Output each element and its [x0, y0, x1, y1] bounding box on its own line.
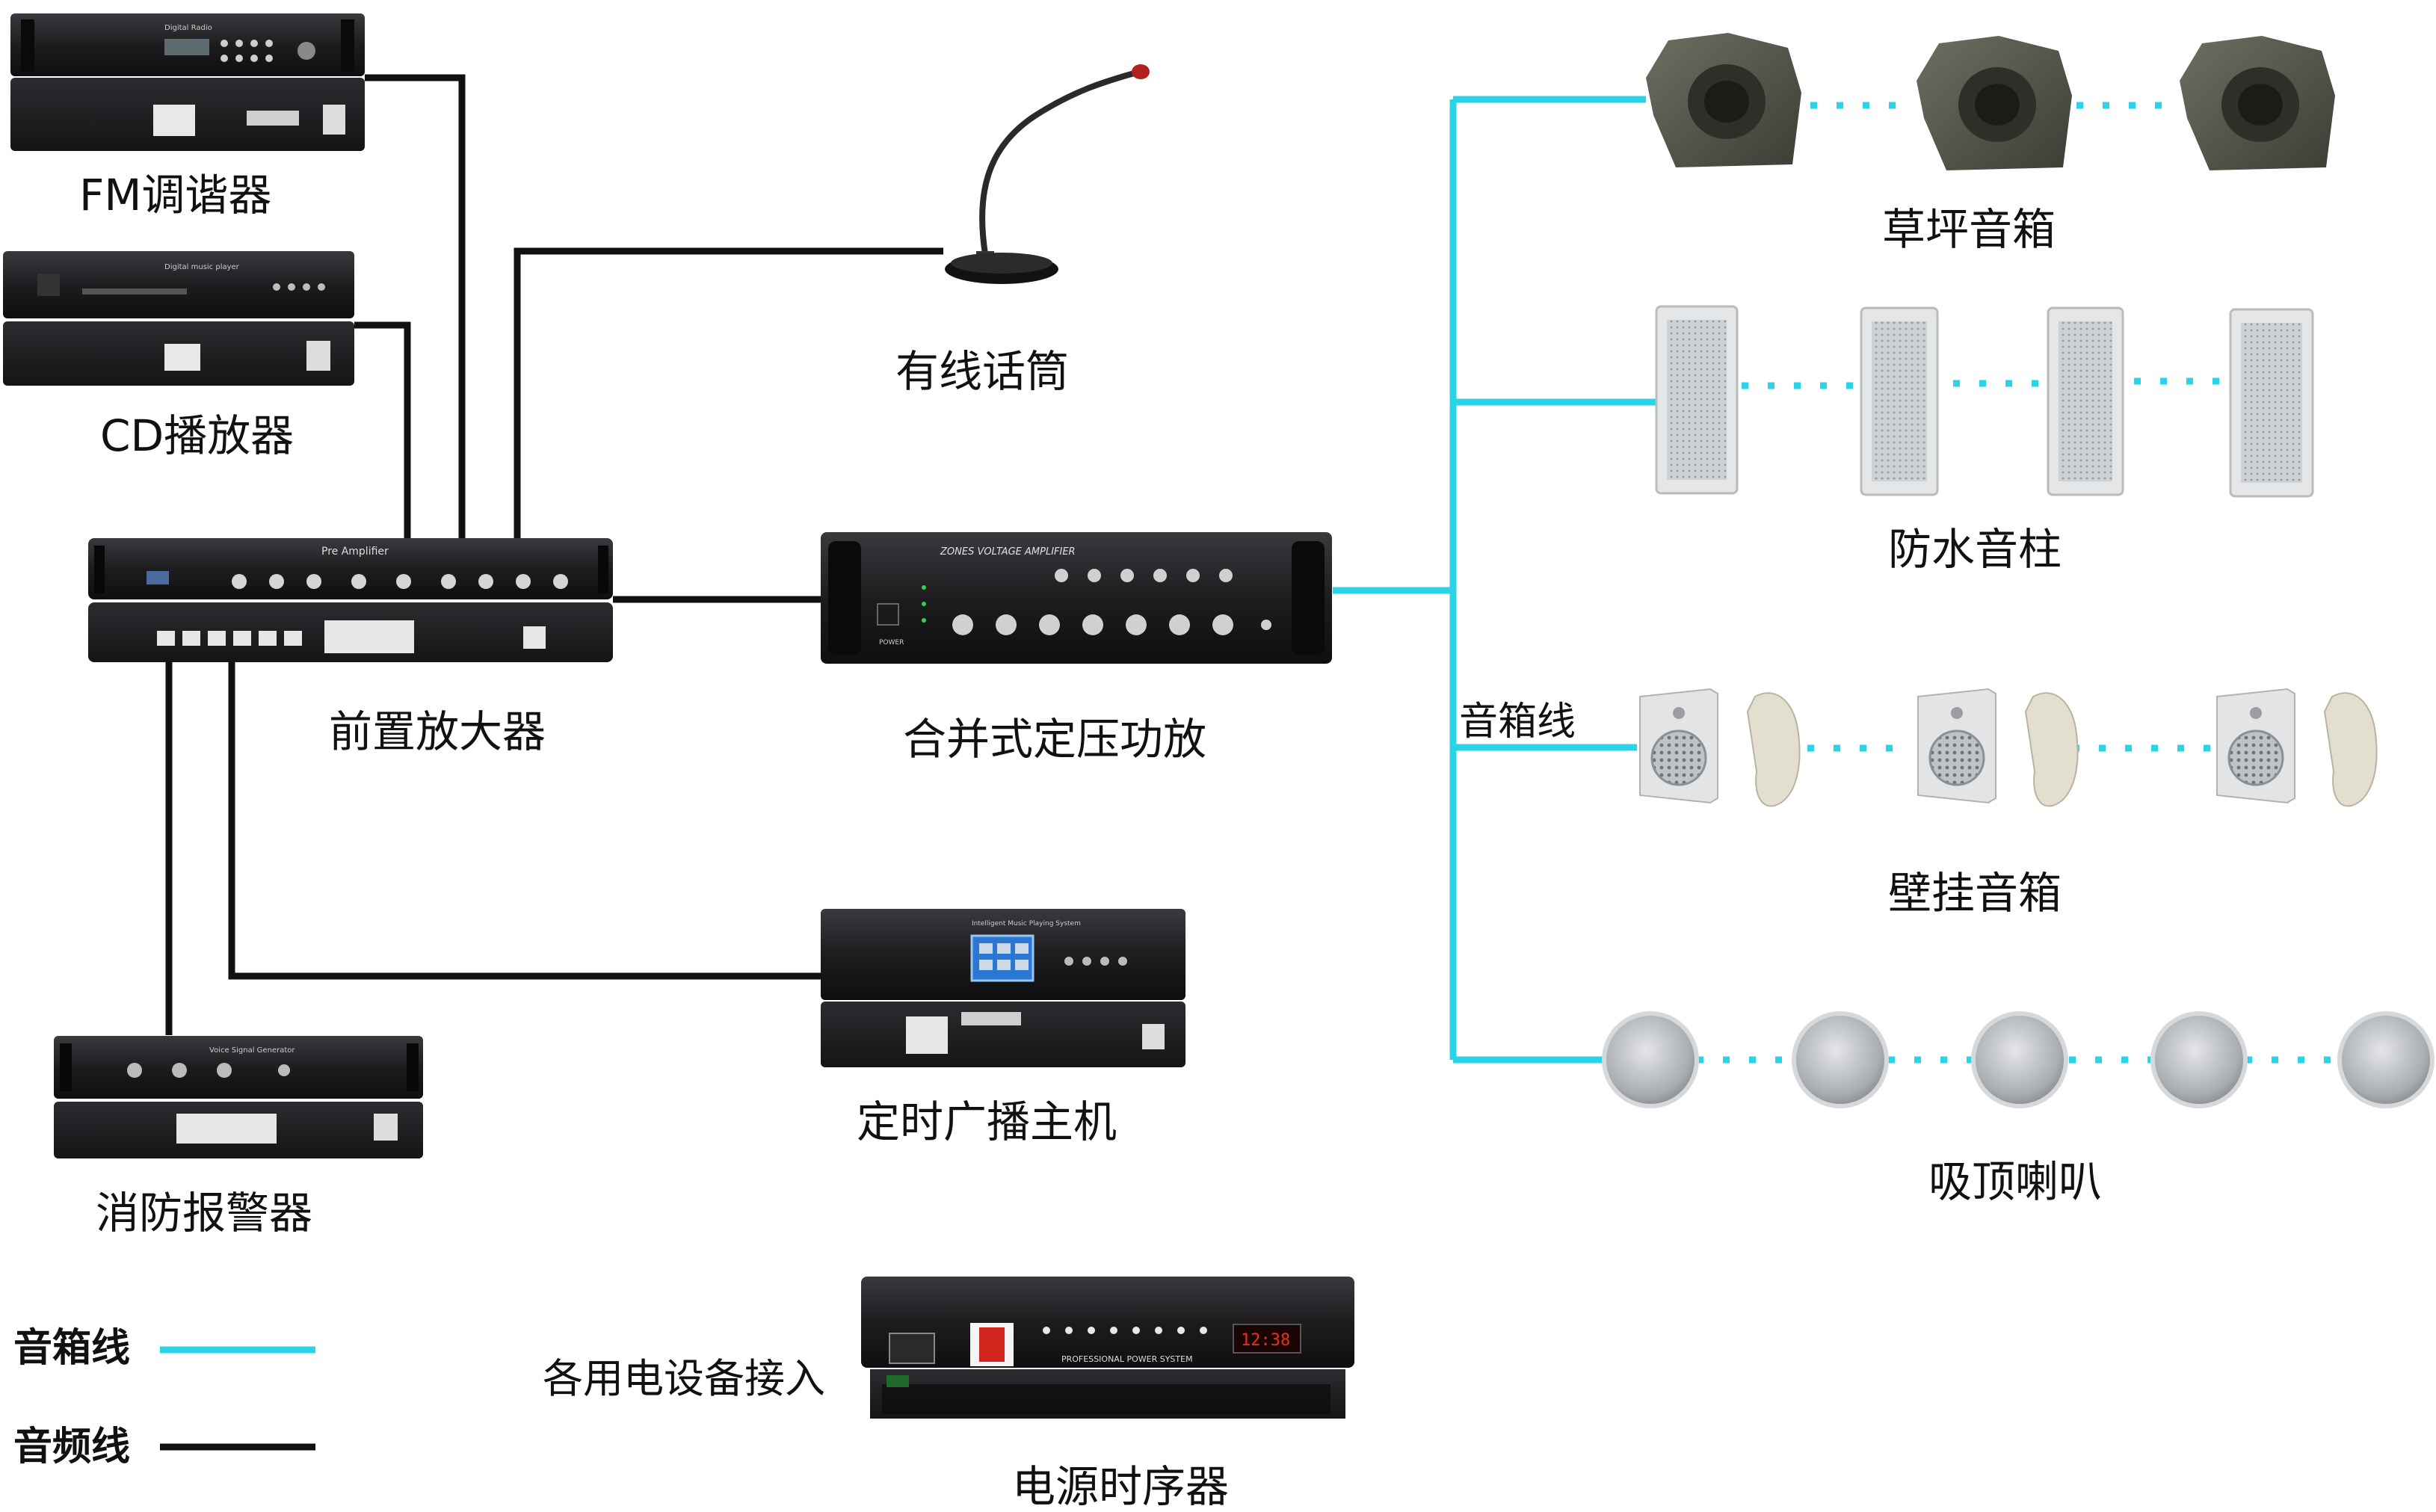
- wired-mic-device: [945, 64, 1150, 284]
- ceiling-speakers: [1602, 1011, 2435, 1108]
- amplifier-label: 合并式定压功放: [903, 714, 1207, 765]
- legend-speaker-line-label: 音箱线: [13, 1326, 131, 1371]
- wall-speaker-label: 壁挂音箱: [1888, 868, 2062, 919]
- amplifier-power-text: POWER: [879, 639, 904, 647]
- ceiling-speaker: [2337, 1011, 2435, 1108]
- ceiling-speaker: [2150, 1011, 2248, 1108]
- timer-host-panel-text: Intelligent Music Playing System: [972, 920, 1081, 928]
- column-speaker-label: 防水音柱: [1888, 524, 2062, 575]
- power-sequencer-device: 12:38 PROFESSIONAL POWER SYSTEM: [861, 1277, 1354, 1419]
- column-speaker: [1655, 305, 1739, 495]
- wall-speakers: [1639, 688, 2378, 807]
- column-speakers: [1655, 305, 2314, 498]
- amplifier-panel-text: ZONES VOLTAGE AMPLIFIER: [940, 546, 1076, 558]
- speaker-line-trunk: [1333, 99, 1457, 1060]
- speaker-lines: [1333, 96, 1656, 1064]
- ceiling-speaker: [1792, 1011, 1889, 1108]
- lawn-speaker-label: 草坪音箱: [1882, 204, 2056, 255]
- sequencer-panel-text: PROFESSIONAL POWER SYSTEM: [1061, 1354, 1193, 1364]
- lawn-speaker: [1646, 33, 1801, 167]
- fire-alarm-panel-text: Voice Signal Generator: [209, 1046, 295, 1055]
- fire-alarm-device: Voice Signal Generator: [54, 1036, 423, 1158]
- power-sequencer-label: 电源时序器: [1012, 1461, 1230, 1512]
- wired-mic-label: 有线话筒: [895, 346, 1070, 397]
- audio-line-preamp-to-timer: [228, 658, 821, 980]
- fire-alarm-label: 消防报警器: [96, 1188, 313, 1238]
- wall-speaker-pair: [1639, 688, 1801, 807]
- audio-lines: [165, 74, 943, 1035]
- preamp-label: 前置放大器: [329, 706, 546, 757]
- cd-player-device: Digital music player: [3, 251, 354, 386]
- ceiling-speaker-label: 吸顶喇叭: [1928, 1156, 2103, 1207]
- wall-speaker-pair: [2216, 688, 2378, 807]
- ceiling-speaker: [1602, 1011, 1699, 1108]
- timer-host-device: Intelligent Music Playing System: [821, 909, 1185, 1067]
- wall-speaker-pair: [1917, 688, 2079, 807]
- speaker-cable-label: 音箱线: [1459, 700, 1576, 744]
- audio-line-cd-to-preamp: [354, 321, 411, 538]
- power-sequencer-note: 各用电设备接入: [543, 1355, 825, 1402]
- legend-audio-line-label: 音频线: [13, 1425, 131, 1469]
- column-chain-dots: [1742, 377, 2231, 389]
- fm-tuner-label: FM调谐器: [79, 170, 272, 220]
- column-speaker: [1860, 306, 1939, 496]
- cd-player-label: CD播放器: [100, 410, 295, 461]
- preamp-device: Pre Amplifier: [88, 538, 613, 662]
- timer-host-label: 定时广播主机: [857, 1096, 1117, 1147]
- audio-line-fm-to-preamp: [365, 74, 466, 538]
- cd-player-panel-text: Digital music player: [164, 263, 240, 271]
- sequencer-display-text: 12:38: [1241, 1331, 1290, 1350]
- lawn-speakers: [1646, 33, 2335, 170]
- preamp-panel-text: Pre Amplifier: [321, 546, 389, 558]
- audio-line-mic-to-preamp: [514, 247, 943, 538]
- lawn-speaker: [2180, 36, 2335, 170]
- column-speaker: [2047, 306, 2124, 496]
- fm-tuner-panel-text: Digital Radio: [164, 24, 212, 32]
- column-speaker: [2229, 308, 2314, 498]
- ceiling-speaker: [1971, 1011, 2068, 1108]
- fm-tuner-device: Digital Radio: [10, 13, 365, 151]
- lawn-speaker: [1917, 36, 2072, 170]
- amplifier-device: ZONES VOLTAGE AMPLIFIER POWER: [821, 532, 1332, 664]
